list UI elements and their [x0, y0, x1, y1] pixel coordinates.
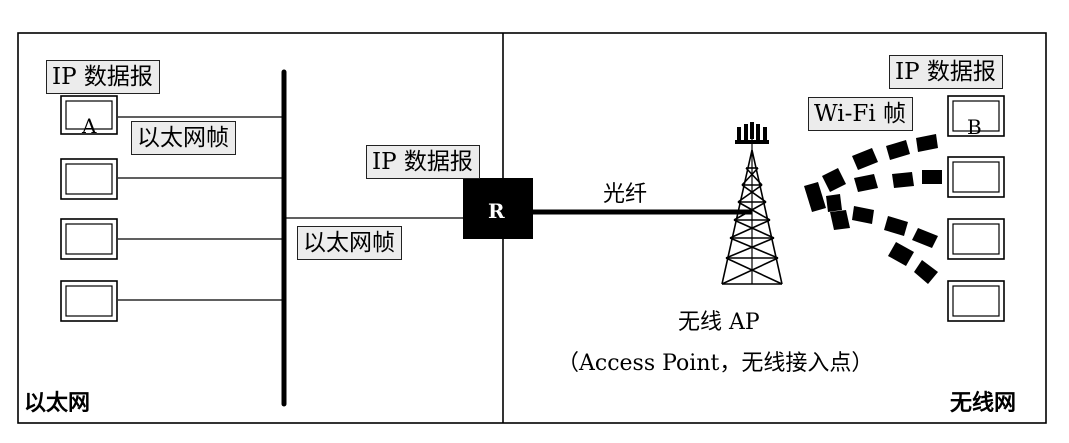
- ap-description: （Access Point，无线接入点）: [557, 351, 874, 376]
- diagram-frame: [17, 32, 1047, 424]
- host-b-letter: B: [967, 115, 982, 139]
- router-ip-datagram-label: IP 数据报: [366, 145, 480, 179]
- host-4: [60, 280, 118, 322]
- wireless-host-4: [947, 280, 1005, 322]
- host-b: [947, 95, 1005, 137]
- ap-label: 无线 AP: [678, 310, 760, 335]
- wireless-network-name: 无线网: [950, 391, 1017, 416]
- wireless-host-2: [947, 156, 1005, 198]
- ethernet-network-name: 以太网: [24, 391, 91, 416]
- router-letter: R: [488, 199, 505, 223]
- host-a: [60, 95, 118, 135]
- wifi-signal-icon: [804, 134, 942, 284]
- ethernet-frame-label-host: 以太网帧: [131, 121, 236, 155]
- router-box: [463, 178, 533, 239]
- ethernet-frame-label-router: 以太网帧: [297, 226, 402, 260]
- wifi-frame-label: Wi-Fi 帧: [808, 97, 913, 131]
- ap-antenna-icon: [735, 122, 769, 144]
- wireless-ip-datagram-label: IP 数据报: [889, 55, 1003, 89]
- host-3: [60, 218, 118, 260]
- wireless-host-3: [947, 218, 1005, 260]
- fiber-label: 光纤: [603, 182, 648, 207]
- ap-tower-icon: [721, 130, 783, 285]
- ethernet-ip-datagram-label: IP 数据报: [46, 60, 160, 94]
- host-2: [60, 158, 118, 200]
- host-a-letter: A: [82, 114, 97, 138]
